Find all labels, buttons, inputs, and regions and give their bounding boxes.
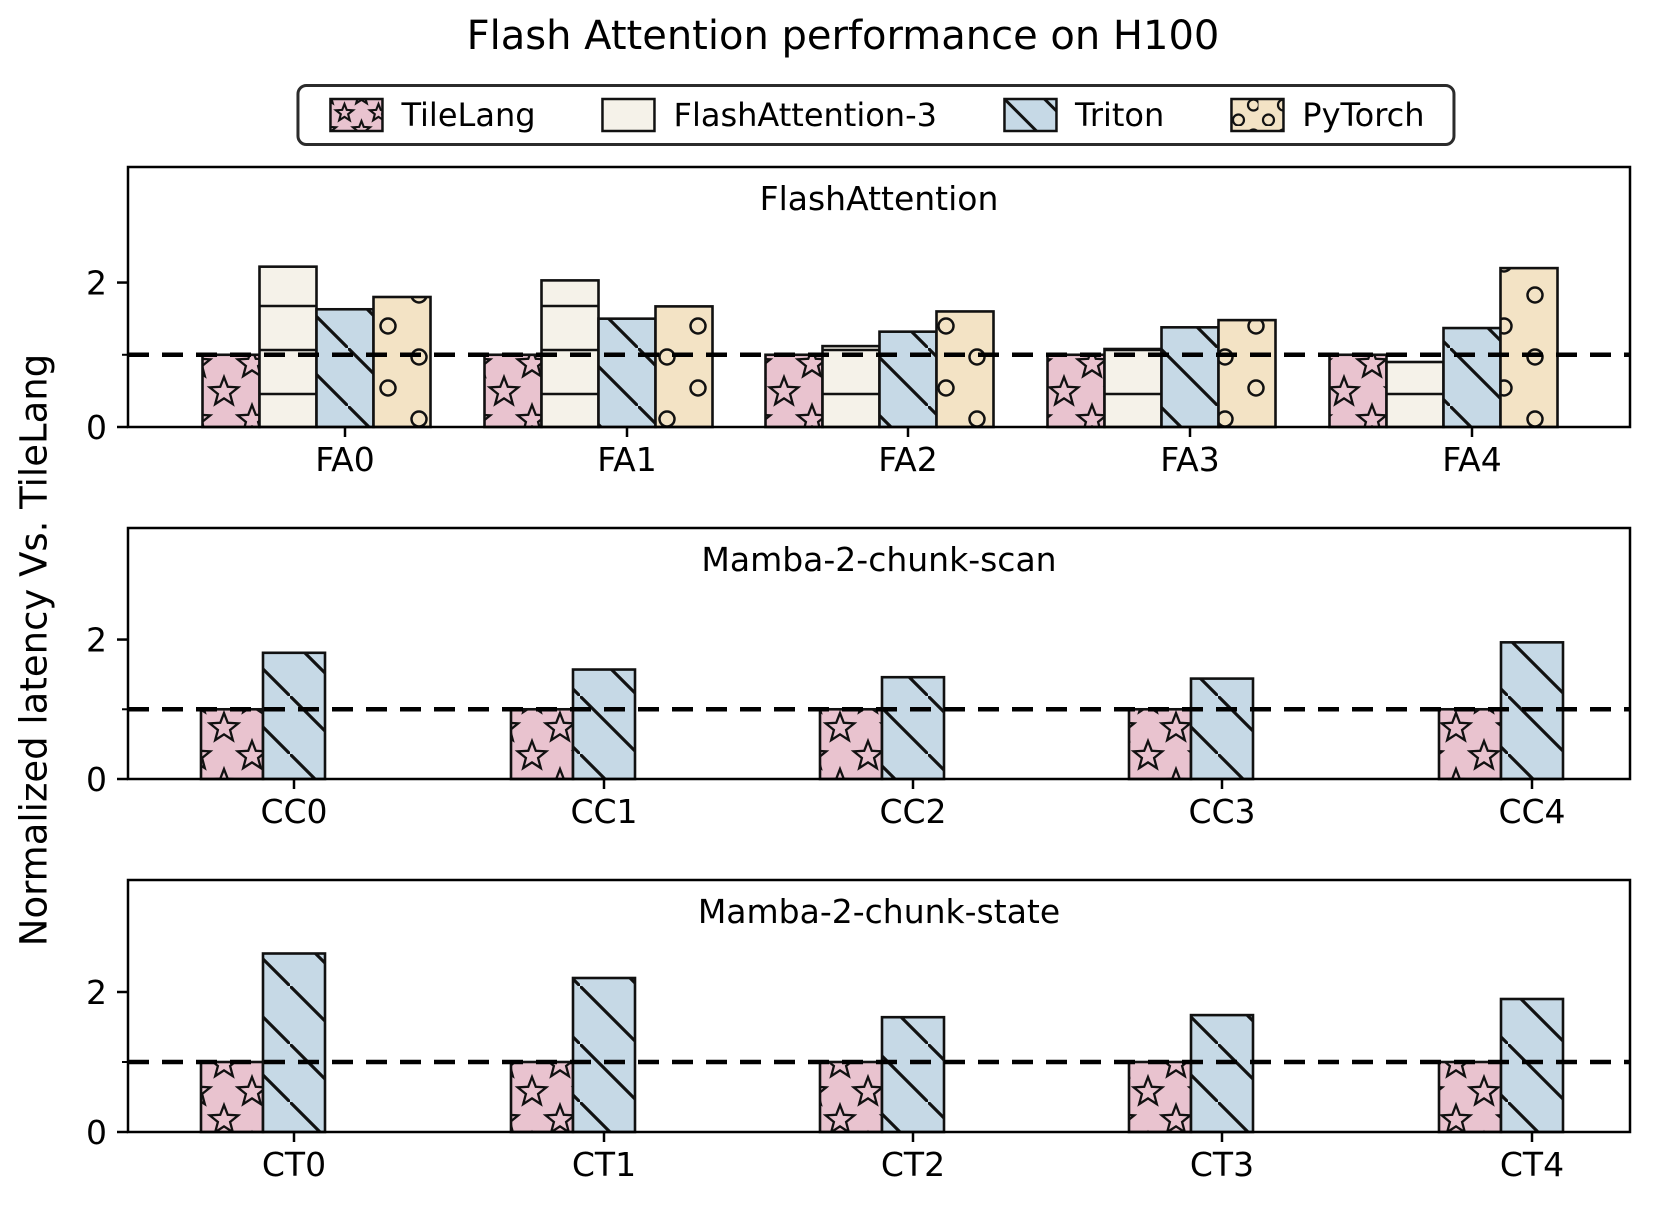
- bar-FA2-TileLang: [764, 353, 824, 429]
- bar-CT0-TileLang: [199, 1060, 265, 1134]
- bar-CC1-TileLang: [509, 707, 575, 781]
- x-tick-label: CT2: [881, 1145, 945, 1184]
- bar-CC0-Triton: [261, 651, 327, 781]
- pytorch-swatch-icon: [1230, 97, 1285, 133]
- plot-frame: [126, 526, 1632, 781]
- subplot-title-mamba-2-chunk-scan: Mamba-2-chunk-scan: [701, 540, 1057, 579]
- x-tick-label: FA1: [597, 440, 657, 479]
- y-axis-label: Normalized latency Vs. TileLang: [12, 353, 56, 947]
- legend-label-triton: Triton: [1074, 96, 1165, 134]
- bar-FA0-TileLang: [201, 353, 261, 429]
- x-tick-label: CT0: [262, 1145, 326, 1184]
- bar-FA4-TileLang: [1328, 353, 1388, 429]
- bar-FA1-PyTorch: [654, 305, 714, 429]
- bar-CC2-TileLang: [818, 707, 884, 781]
- legend: TileLang FlashAttention-3 Triton PyTorch: [296, 84, 1456, 146]
- x-tick-label: FA4: [1442, 440, 1502, 479]
- bar-CC2-Triton: [880, 675, 946, 781]
- legend-item-flashattention-3: FlashAttention-3: [600, 96, 937, 134]
- legend-item-tilelang: TileLang: [327, 96, 536, 134]
- legend-item-pytorch: PyTorch: [1228, 96, 1425, 134]
- x-tick-label: CT1: [572, 1145, 636, 1184]
- flashattention-3-swatch-icon: [601, 97, 656, 133]
- bar-CT4-TileLang: [1437, 1060, 1503, 1134]
- bar-CT2-TileLang: [818, 1060, 884, 1134]
- bar-FA0-Triton: [315, 307, 375, 429]
- legend-label-flashattention-3: FlashAttention-3: [673, 96, 937, 134]
- x-tick-label: FA2: [878, 440, 938, 479]
- bar-CT3-Triton: [1189, 1013, 1255, 1134]
- bar-FA3-FlashAttention-3: [1103, 347, 1163, 429]
- subplot-title-mamba-2-chunk-state: Mamba-2-chunk-state: [697, 892, 1061, 931]
- x-tick-label: CT3: [1190, 1145, 1254, 1184]
- plot-frame: [126, 878, 1632, 1134]
- bar-FA0-PyTorch: [372, 295, 432, 429]
- x-tick-label: FA3: [1160, 440, 1220, 479]
- bar-CC3-Triton: [1189, 677, 1255, 781]
- legend-label-tilelang: TileLang: [401, 96, 536, 134]
- legend-label-pytorch: PyTorch: [1302, 96, 1425, 134]
- bar-FA1-TileLang: [483, 353, 543, 429]
- bar-FA4-FlashAttention-3: [1385, 360, 1445, 429]
- bar-CT4-Triton: [1499, 997, 1565, 1134]
- y-tick-label: 2: [86, 264, 107, 303]
- y-tick-label: 0: [86, 408, 107, 447]
- bar-FA4-Triton: [1442, 326, 1502, 429]
- x-tick-label: CC3: [1188, 792, 1255, 831]
- bar-CC0-TileLang: [199, 707, 265, 781]
- bar-FA3-TileLang: [1046, 353, 1106, 429]
- x-tick-label: CC1: [570, 792, 637, 831]
- bar-CT1-Triton: [571, 976, 637, 1134]
- x-tick-label: CC4: [1498, 792, 1565, 831]
- bar-CC1-Triton: [571, 668, 637, 781]
- bar-CC4-Triton: [1499, 641, 1565, 781]
- bar-CC4-TileLang: [1437, 707, 1503, 781]
- y-tick-label: 0: [86, 760, 107, 799]
- plot-frame: [126, 165, 1632, 429]
- x-tick-label: FA0: [315, 440, 375, 479]
- bar-FA4-PyTorch: [1499, 266, 1559, 429]
- tilelang-swatch-icon: [329, 97, 384, 133]
- y-tick-label: 2: [86, 621, 107, 660]
- bar-FA2-PyTorch: [935, 310, 995, 429]
- bar-FA3-PyTorch: [1217, 318, 1277, 429]
- y-tick-label: 0: [86, 1113, 107, 1152]
- bar-FA3-Triton: [1160, 326, 1220, 429]
- bar-FA0-FlashAttention-3: [258, 265, 318, 429]
- x-tick-label: CC0: [260, 792, 327, 831]
- bar-FA1-Triton: [597, 317, 657, 429]
- bar-FA2-FlashAttention-3: [821, 344, 881, 429]
- bar-CT1-TileLang: [509, 1060, 575, 1134]
- bar-CT3-TileLang: [1127, 1060, 1193, 1134]
- bar-FA2-Triton: [878, 330, 938, 429]
- figure-title: Flash Attention performance on H100: [466, 13, 1220, 59]
- x-tick-label: CT4: [1500, 1145, 1564, 1184]
- legend-item-triton: Triton: [1001, 96, 1164, 134]
- y-tick-label: 2: [86, 973, 107, 1012]
- x-tick-label: CC2: [879, 792, 946, 831]
- bar-CT0-Triton: [261, 952, 327, 1134]
- triton-swatch-icon: [1002, 97, 1058, 133]
- bar-CT2-Triton: [880, 1015, 946, 1134]
- subplot-title-flashattention: FlashAttention: [759, 179, 999, 218]
- bar-CC3-TileLang: [1127, 707, 1193, 781]
